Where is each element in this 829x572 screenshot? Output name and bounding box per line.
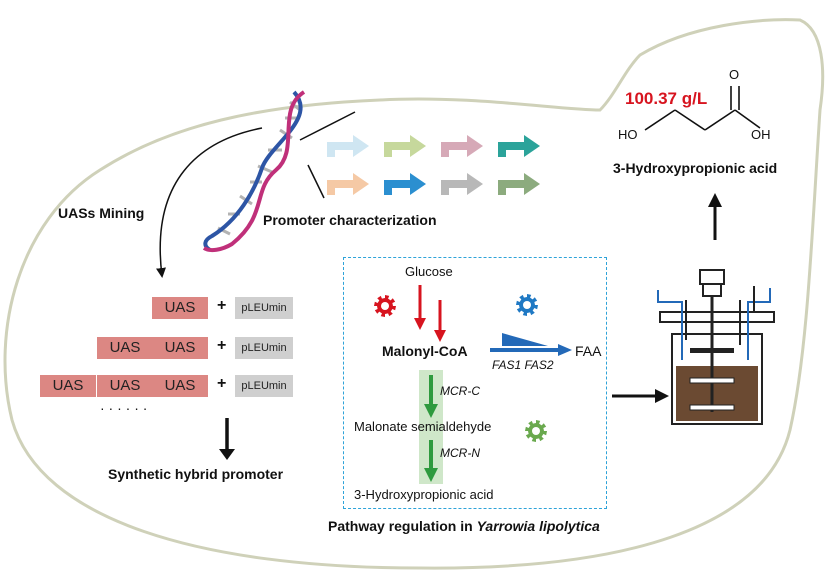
promoter-block: pLEUmin xyxy=(235,297,293,319)
promoter-characterization-label: Promoter characterization xyxy=(263,212,437,228)
uas-block: UAS xyxy=(97,375,153,397)
plus-sign: + xyxy=(217,337,227,354)
gear-icon-blue xyxy=(516,294,538,316)
synthetic-hybrid-promoter-label: Synthetic hybrid promoter xyxy=(108,466,284,482)
promoter-arrow-icon xyxy=(384,173,426,195)
structure-oxygen: O xyxy=(729,67,740,82)
ellipsis: · · · · · · xyxy=(100,400,148,416)
gear-icon-red xyxy=(374,295,396,317)
promoter-arrow-icon xyxy=(441,173,483,195)
titer-value: 100.37 g/L xyxy=(625,89,708,108)
promoter-arrow-icon xyxy=(498,173,540,195)
product-name-label: 3-Hydroxypropionic acid xyxy=(613,160,778,176)
fas-enzymes-label: FAS1 FAS2 xyxy=(492,358,554,372)
promoter-arrow-icon xyxy=(498,135,540,157)
hp-acid-label: 3-Hydroxypropionic acid xyxy=(354,487,494,502)
helix-bracket-top xyxy=(299,111,356,141)
promoter-arrow-icon xyxy=(327,135,369,157)
uas-block: UAS xyxy=(152,337,208,359)
structure-oh: OH xyxy=(751,127,771,142)
synthesis-arrow-head xyxy=(219,449,235,460)
glucose-arrows xyxy=(414,285,446,342)
promoter-arrow-group xyxy=(327,135,540,195)
uas-mining-label: UASs Mining xyxy=(58,205,145,221)
promoter-arrow-icon xyxy=(441,135,483,157)
pathway-regulation-organism: Yarrowia lipolytica xyxy=(476,518,600,534)
glucose-label: Glucose xyxy=(405,264,453,279)
promoter-block: pLEUmin xyxy=(235,375,293,397)
promoter-block: pLEUmin xyxy=(235,337,293,359)
to-product-arrow-head xyxy=(708,193,722,207)
mcr-c-label: MCR-C xyxy=(440,384,480,398)
plus-sign: + xyxy=(217,297,227,314)
malonate-semialdehyde-label: Malonate semialdehyde xyxy=(354,419,492,434)
promoter-arrow-icon xyxy=(384,135,426,157)
uas-block: UAS xyxy=(152,375,208,397)
yeast-cell-outline xyxy=(3,18,825,570)
structure-ho: HO xyxy=(618,127,638,142)
fas-arrow xyxy=(490,333,572,356)
gear-icon-green xyxy=(525,420,547,442)
pathway-regulation-label: Pathway regulation in Yarrowia lipolytic… xyxy=(328,518,600,534)
dna-helix-icon xyxy=(202,90,306,253)
faa-label: FAA xyxy=(575,343,602,359)
pathway-box xyxy=(343,257,607,509)
bioreactor-icon xyxy=(657,269,775,425)
to-bioreactor-arrow-head xyxy=(655,389,669,403)
pathway-regulation-prefix: Pathway regulation in xyxy=(328,518,477,534)
chemical-structure xyxy=(644,86,761,131)
uas-block: UAS xyxy=(152,297,208,319)
uas-mining-arrow xyxy=(156,127,263,278)
uas-block: UAS xyxy=(40,375,96,397)
uas-block: UAS xyxy=(97,337,153,359)
plus-sign: + xyxy=(217,375,227,392)
helix-bracket-bottom xyxy=(307,164,325,199)
malonyl-coa-label: Malonyl-CoA xyxy=(382,343,468,359)
promoter-arrow-icon xyxy=(327,173,369,195)
mcr-n-label: MCR-N xyxy=(440,446,480,460)
